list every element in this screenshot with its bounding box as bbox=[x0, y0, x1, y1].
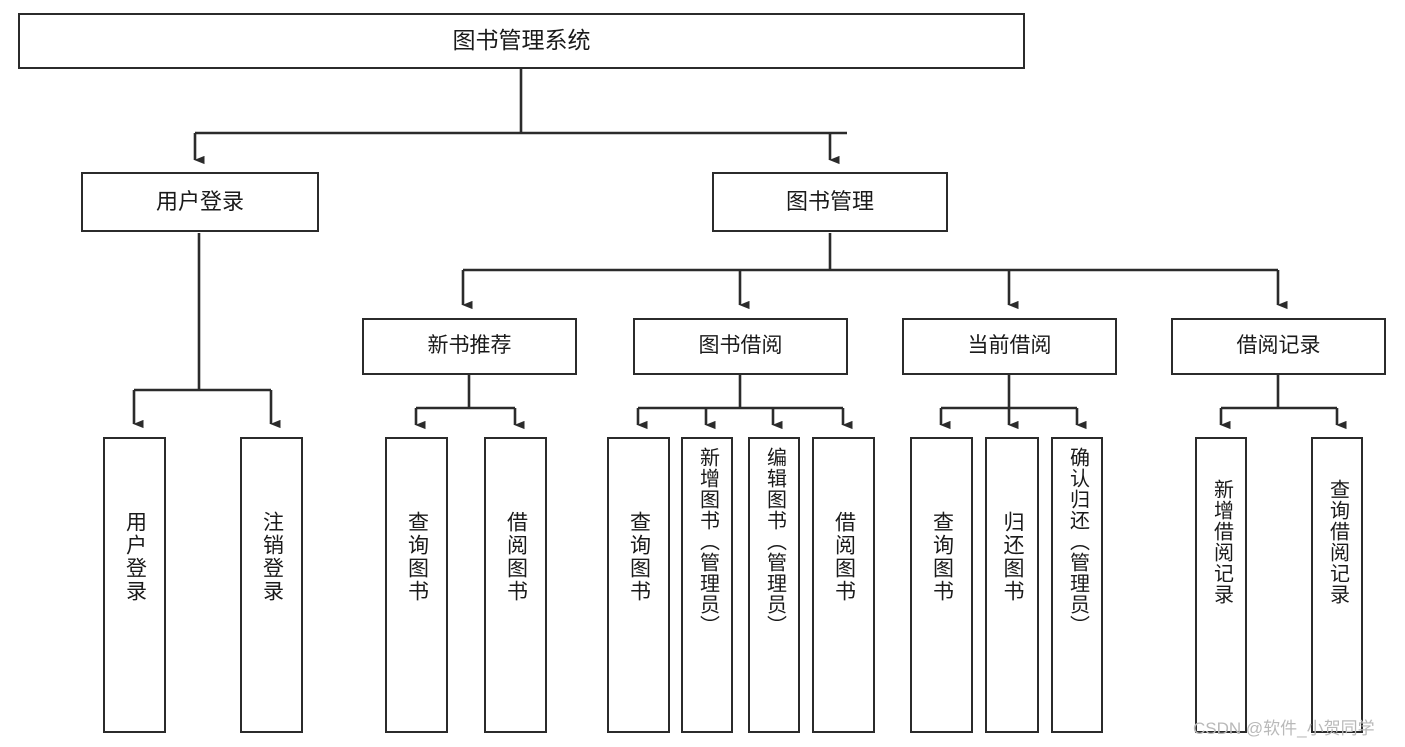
leaf-query-book-1[interactable]: 查询图书 bbox=[385, 437, 448, 733]
leaf-query-book-2-label: 查询图书 bbox=[627, 511, 651, 603]
leaf-confirm-return[interactable]: 确认归还（管理员） bbox=[1051, 437, 1103, 733]
leaf-add-book[interactable]: 新增图书（管理员） bbox=[681, 437, 733, 733]
leaf-logout[interactable]: 注销登录 bbox=[240, 437, 303, 733]
node-book-borrow[interactable]: 图书借阅 bbox=[633, 318, 848, 375]
leaf-borrow-book-1[interactable]: 借阅图书 bbox=[484, 437, 547, 733]
node-user-login-label: 用户登录 bbox=[155, 189, 244, 215]
leaf-query-book-3-label: 查询图书 bbox=[930, 511, 954, 603]
leaf-add-book-label: 新增图书（管理员） bbox=[696, 447, 719, 636]
leaf-borrow-book-2-label: 借阅图书 bbox=[832, 511, 856, 603]
node-book-borrow-label: 图书借阅 bbox=[698, 334, 783, 358]
node-current-borrow-label: 当前借阅 bbox=[967, 334, 1052, 358]
node-borrow-record-label: 借阅记录 bbox=[1236, 334, 1321, 358]
leaf-logout-label: 注销登录 bbox=[260, 511, 284, 603]
leaf-confirm-return-label: 确认归还（管理员） bbox=[1066, 447, 1089, 636]
leaf-edit-book[interactable]: 编辑图书（管理员） bbox=[748, 437, 800, 733]
leaf-query-record[interactable]: 查询借阅记录 bbox=[1311, 437, 1363, 733]
leaf-query-book-3[interactable]: 查询图书 bbox=[910, 437, 973, 733]
node-book-manage[interactable]: 图书管理 bbox=[712, 172, 948, 232]
leaf-query-record-label: 查询借阅记录 bbox=[1326, 479, 1349, 605]
watermark-text: CSDN @软件_小贺同学 bbox=[1193, 719, 1375, 738]
node-new-book-recommend[interactable]: 新书推荐 bbox=[362, 318, 577, 375]
node-root[interactable]: 图书管理系统 bbox=[18, 13, 1025, 69]
node-new-book-recommend-label: 新书推荐 bbox=[427, 334, 512, 358]
leaf-return-book-label: 归还图书 bbox=[1001, 511, 1025, 603]
leaf-return-book[interactable]: 归还图书 bbox=[985, 437, 1039, 733]
leaf-edit-book-label: 编辑图书（管理员） bbox=[763, 447, 786, 636]
node-borrow-record[interactable]: 借阅记录 bbox=[1171, 318, 1386, 375]
leaf-borrow-book-2[interactable]: 借阅图书 bbox=[812, 437, 875, 733]
leaf-user-login[interactable]: 用户登录 bbox=[103, 437, 166, 733]
leaf-add-record-label: 新增借阅记录 bbox=[1210, 479, 1233, 605]
leaf-query-book-1-label: 查询图书 bbox=[405, 511, 429, 603]
node-book-manage-label: 图书管理 bbox=[785, 189, 874, 215]
leaf-add-record[interactable]: 新增借阅记录 bbox=[1195, 437, 1247, 733]
node-user-login[interactable]: 用户登录 bbox=[81, 172, 319, 232]
node-current-borrow[interactable]: 当前借阅 bbox=[902, 318, 1117, 375]
node-root-label: 图书管理系统 bbox=[452, 27, 591, 54]
leaf-user-login-label: 用户登录 bbox=[123, 511, 147, 603]
leaf-query-book-2[interactable]: 查询图书 bbox=[607, 437, 670, 733]
leaf-borrow-book-1-label: 借阅图书 bbox=[504, 511, 528, 603]
